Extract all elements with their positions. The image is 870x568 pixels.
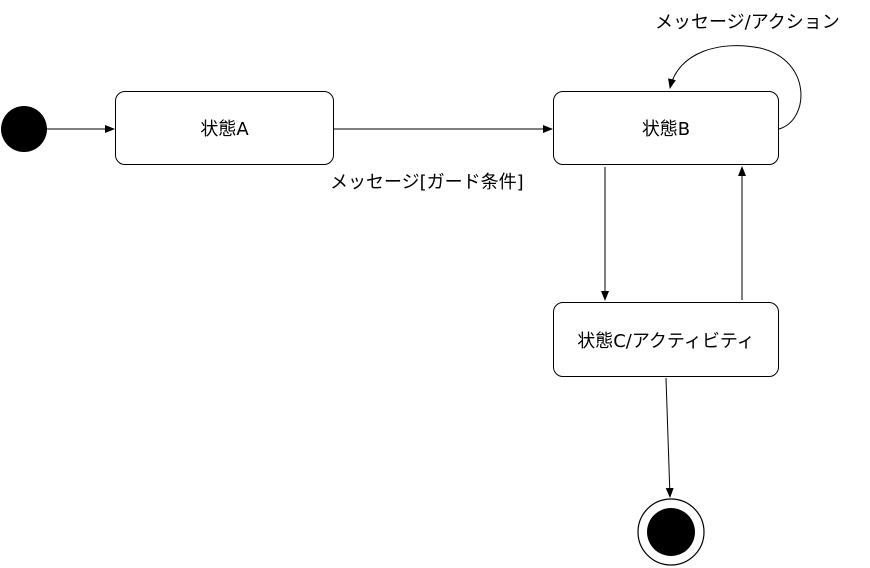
state-a-label: 状態A: [200, 119, 249, 140]
final-state-node: [647, 508, 695, 556]
transition-b-self-label: メッセージ/アクション: [655, 12, 840, 33]
initial-state-node: [1, 106, 47, 152]
state-b-box: 状態B: [553, 91, 779, 165]
state-a-box: 状態A: [115, 91, 334, 165]
state-c-label: 状態C/アクティビティ: [577, 330, 755, 352]
transition-c-to-final: [665, 377, 674, 498]
transition-a-to-b-label: メッセージ[ガード条件]: [330, 172, 524, 193]
state-c-box: 状態C/アクティビティ: [553, 302, 779, 377]
transition-b-self-loop: [668, 45, 802, 130]
state-b-label: 状態B: [641, 119, 691, 140]
